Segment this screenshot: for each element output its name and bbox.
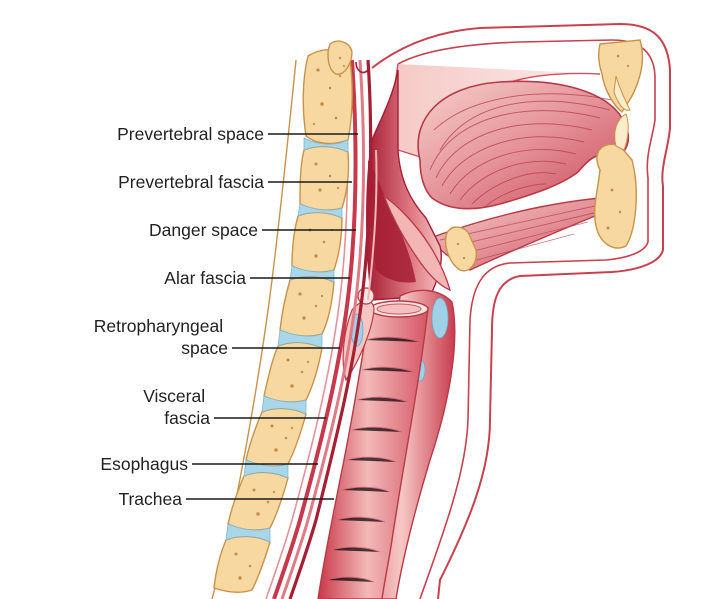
label-danger-space: Danger space — [149, 220, 258, 240]
labels: Prevertebral space Prevertebral fascia D… — [94, 124, 265, 509]
label-trachea: Trachea — [118, 489, 182, 509]
leader-lines — [186, 133, 358, 500]
label-esophagus: Esophagus — [100, 454, 188, 474]
label-alar-fascia: Alar fascia — [164, 268, 246, 288]
hyoid-bone — [444, 226, 477, 272]
fascia-layers — [265, 59, 378, 599]
bone-speckles — [234, 54, 630, 580]
cervical-spine — [211, 40, 630, 599]
label-prevertebral-fascia: Prevertebral fascia — [118, 172, 264, 192]
epiglottis — [382, 194, 451, 292]
label-prevertebral-space: Prevertebral space — [117, 124, 264, 144]
label-retropharyngeal-space: Retropharyngeal space — [94, 316, 228, 358]
mandible-bone — [593, 113, 637, 249]
label-visceral-fascia: Visceral fascia — [143, 386, 210, 428]
maxilla-bone — [597, 39, 644, 114]
